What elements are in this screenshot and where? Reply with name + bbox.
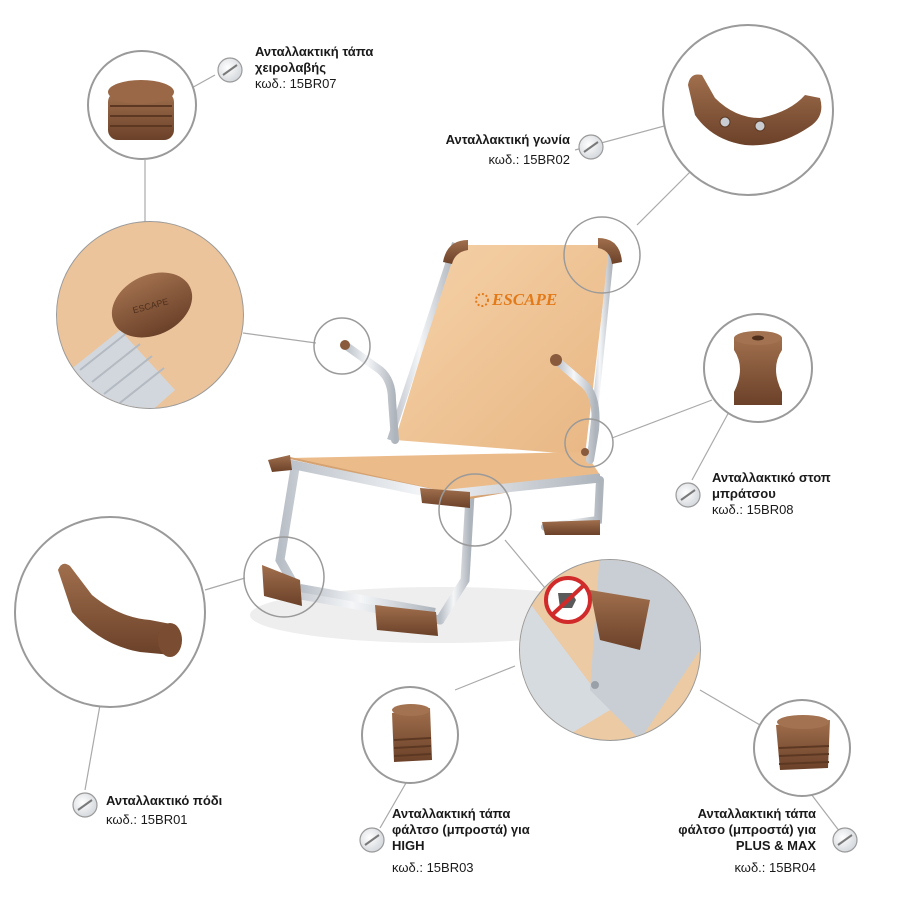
part-title-line2: χειρολαβής bbox=[255, 60, 326, 75]
part-title: Ανταλλακτικό πόδι bbox=[106, 793, 223, 808]
label-corner: Ανταλλακτική γωνία κωδ.: 15BR02 bbox=[380, 132, 570, 168]
detail-armrest-cap-large: ESCAPE bbox=[56, 221, 244, 409]
part-title-line2: μπράτσου bbox=[712, 486, 776, 501]
marker-icon bbox=[359, 827, 385, 853]
part-code: κωδ.: 15BR02 bbox=[488, 152, 570, 167]
part-title-line2: φάλτσο (μπροστά) για bbox=[392, 822, 530, 837]
part-code: κωδ.: 15BR04 bbox=[734, 860, 816, 875]
label-foot: Ανταλλακτικό πόδι κωδ.: 15BR01 bbox=[106, 793, 222, 828]
part-title: Ανταλλακτικό στοπ bbox=[712, 470, 831, 485]
detail-fold-mechanism bbox=[519, 559, 701, 741]
marker-icon bbox=[72, 792, 98, 818]
marker-icon bbox=[578, 134, 604, 160]
marker-icon bbox=[675, 482, 701, 508]
part-title-line3: HIGH bbox=[392, 838, 425, 853]
part-code: κωδ.: 15BR07 bbox=[255, 76, 337, 91]
label-arm-stop: Ανταλλακτικό στοπ μπράτσου κωδ.: 15BR08 bbox=[712, 470, 831, 518]
markers bbox=[72, 57, 858, 853]
detail-foot bbox=[14, 516, 206, 708]
label-fold-cap-plus: Ανταλλακτική τάπα φάλτσο (μπροστά) για P… bbox=[620, 806, 816, 876]
part-code: κωδ.: 15BR08 bbox=[712, 502, 794, 517]
part-code: κωδ.: 15BR03 bbox=[392, 860, 474, 875]
detail-arm-stop bbox=[703, 313, 813, 423]
part-title-line3: PLUS & MAX bbox=[735, 838, 816, 853]
part-code: κωδ.: 15BR01 bbox=[106, 812, 188, 827]
brand-logo: ESCAPE bbox=[475, 290, 557, 309]
marker-icon bbox=[832, 827, 858, 853]
marker-icon bbox=[217, 57, 243, 83]
logo-text: ESCAPE bbox=[491, 290, 557, 309]
part-title: Ανταλλακτική γωνία bbox=[445, 132, 570, 147]
detail-fold-cap-high bbox=[361, 686, 459, 784]
connector-lines bbox=[84, 74, 841, 833]
label-armrest-cap: Ανταλλακτική τάπα χειρολαβής κωδ.: 15BR0… bbox=[255, 44, 373, 92]
detail-armrest-cap-small bbox=[87, 50, 197, 160]
warning-hand-icon bbox=[544, 576, 592, 624]
detail-corner bbox=[662, 24, 834, 196]
label-fold-cap-high: Ανταλλακτική τάπα φάλτσο (μπροστά) για H… bbox=[392, 806, 530, 876]
part-title: Ανταλλακτική τάπα bbox=[255, 44, 374, 59]
part-title: Ανταλλακτική τάπα bbox=[392, 806, 511, 821]
chair-callout-rings bbox=[243, 216, 641, 618]
chair-backrest bbox=[395, 245, 610, 455]
detail-fold-cap-plus bbox=[753, 699, 851, 797]
part-title: Ανταλλακτική τάπα bbox=[697, 806, 816, 821]
part-title-line2: φάλτσο (μπροστά) για bbox=[678, 822, 816, 837]
